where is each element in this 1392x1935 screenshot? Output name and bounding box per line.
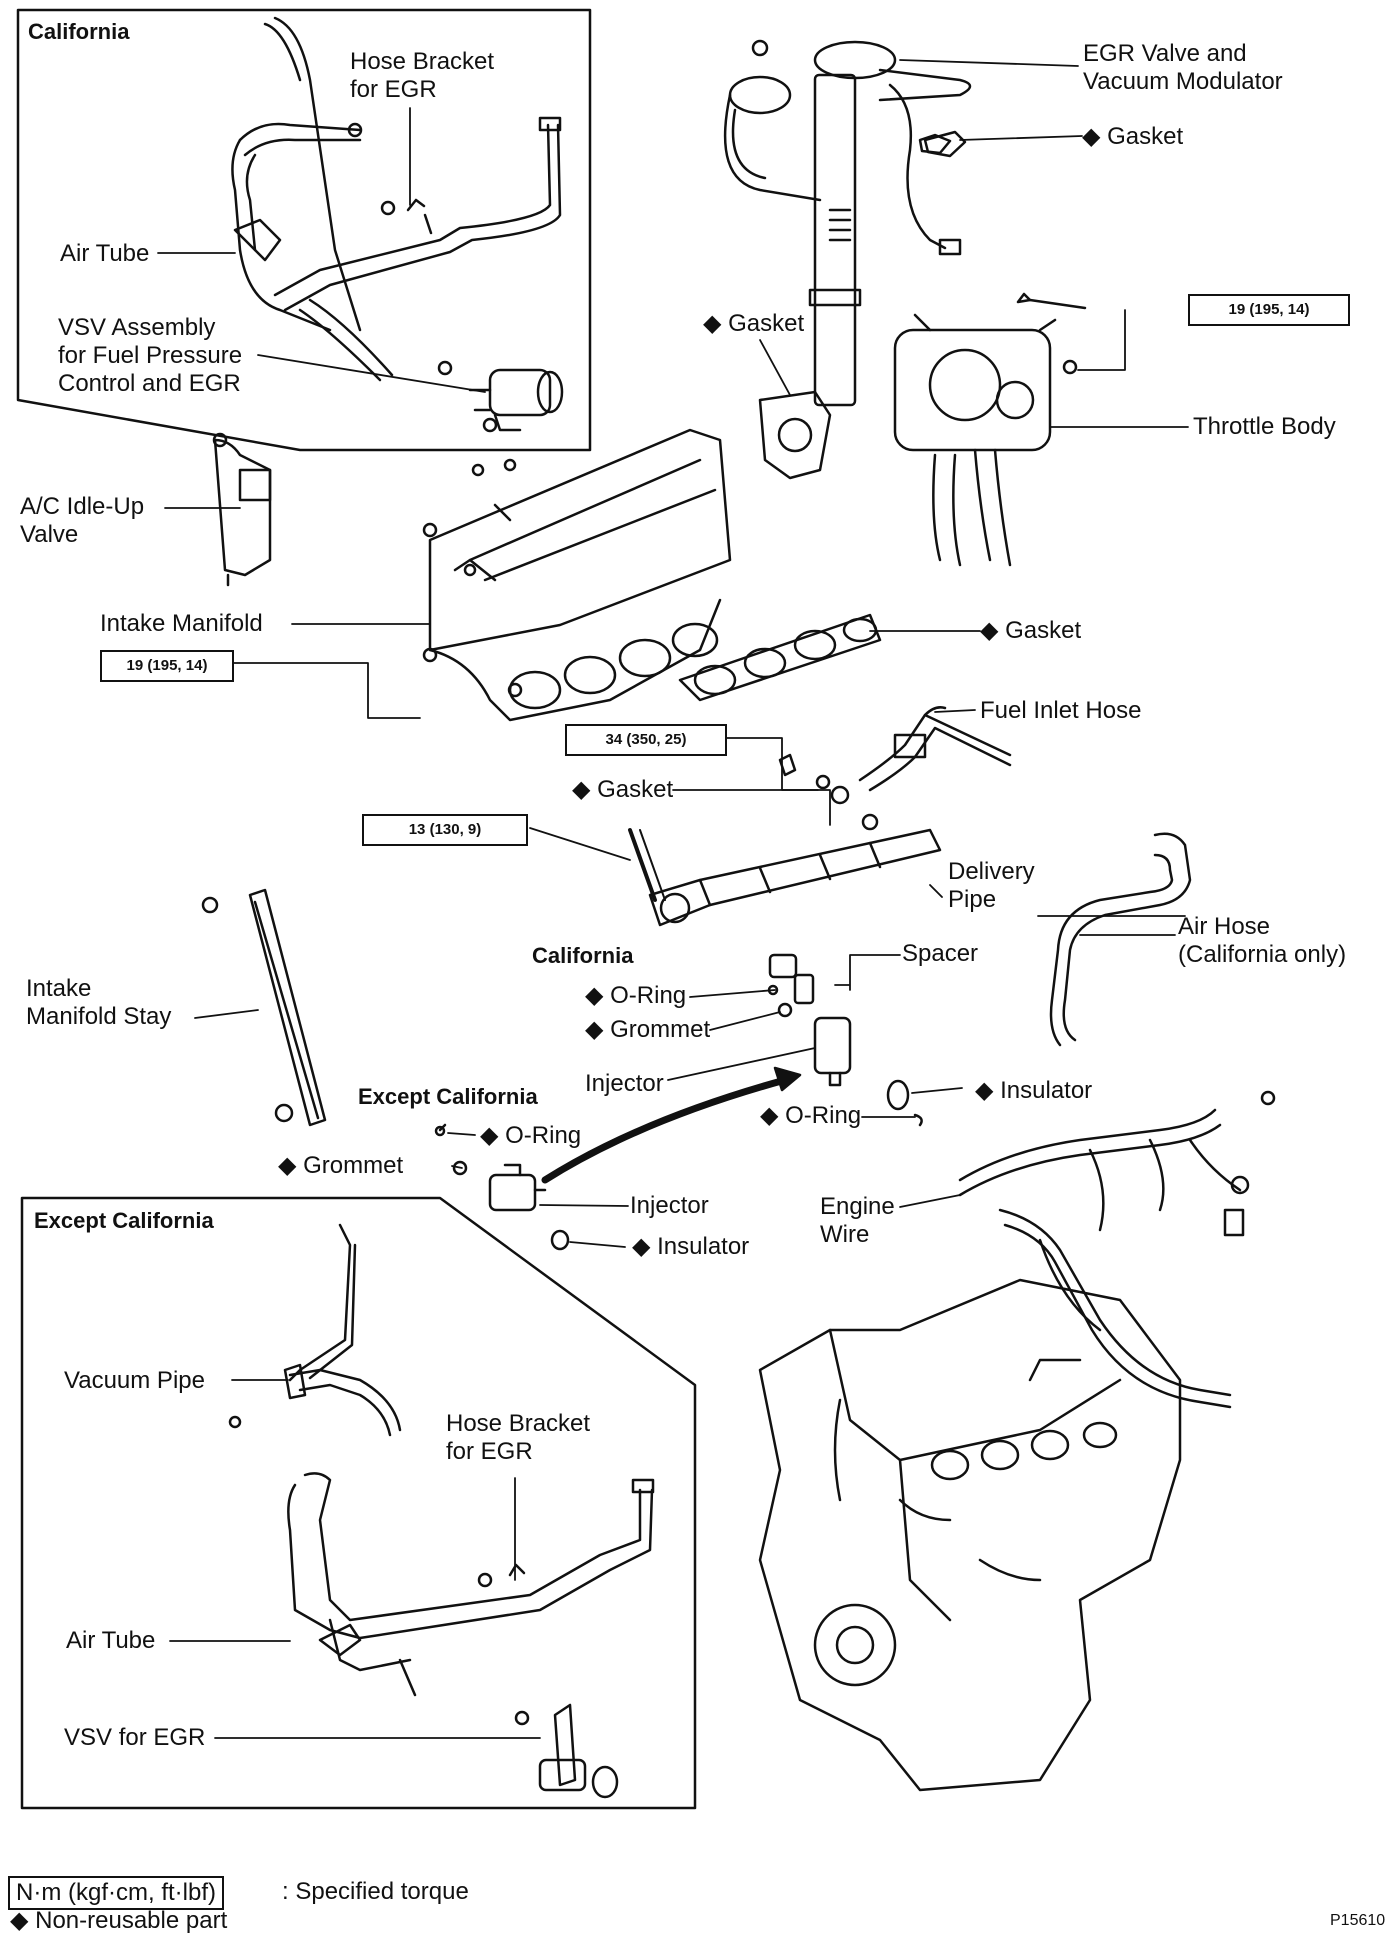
label-hose-bracket-egr-top: Hose Bracket for EGR: [350, 48, 495, 103]
torque-box-intake-manifold: 19 (195, 14): [100, 650, 234, 682]
label-fuel-inlet-hose: Fuel Inlet Hose: [980, 697, 1142, 724]
label-air-tube-bottom: Air Tube: [66, 1627, 156, 1654]
label-ac-idle-up-valve: A/C Idle-Up Valve: [20, 493, 145, 548]
air-tube-except-california-drawing: [287, 1472, 655, 1697]
engine-wire-drawing: [958, 1090, 1276, 1409]
figure-id: P15610: [1330, 1912, 1386, 1929]
label-o-ring-california-2: O-Ring: [760, 1102, 861, 1130]
label-grommet-california: Grommet: [585, 1016, 710, 1044]
region-label-california-top: California: [28, 19, 130, 44]
region-label-except-california-mid: Except California: [358, 1084, 538, 1109]
label-gasket-egr: Gasket: [1082, 123, 1183, 151]
fuel-inlet-hose-drawing: [778, 706, 1012, 831]
label-intake-manifold-stay: Intake Manifold Stay: [26, 975, 172, 1030]
install-arrow: [541, 1076, 789, 1184]
label-air-tube-top: Air Tube: [60, 240, 150, 267]
label-injector-except-california: Injector: [630, 1192, 709, 1219]
intake-manifold-stay-drawing: [201, 888, 327, 1127]
label-air-hose: Air Hose (California only): [1178, 913, 1347, 968]
label-insulator-california: Insulator: [975, 1077, 1092, 1105]
label-insulator-except-california: Insulator: [632, 1233, 749, 1261]
label-o-ring-california: O-Ring: [585, 982, 686, 1010]
label-injector-california: Injector: [585, 1070, 664, 1097]
intake-manifold-drawing: [422, 428, 732, 722]
torque-box-throttle-body: 19 (195, 14): [1188, 294, 1350, 326]
spacer-drawing: [768, 953, 798, 979]
legend-non-reusable-part: Non-reusable part: [10, 1906, 227, 1935]
ac-idle-up-valve-drawing: [212, 432, 272, 587]
torque-box-delivery-pipe: 13 (130, 9): [362, 814, 528, 846]
vsv-assembly-drawing: [437, 360, 564, 433]
egr-gasket-small: [923, 130, 967, 158]
injector-except-california-drawing: [434, 1123, 570, 1251]
label-gasket-manifold: Gasket: [980, 617, 1081, 645]
vsv-for-egr-drawing: [514, 1703, 619, 1799]
throttle-gasket-drawing: [758, 390, 832, 480]
region-label-except-california-bottom: Except California: [34, 1208, 214, 1233]
label-egr-valve: EGR Valve and Vacuum Modulator: [1083, 40, 1283, 95]
engine-block-drawing: [758, 1278, 1182, 1792]
label-engine-wire: Engine Wire: [820, 1193, 895, 1248]
except-california-inset-frame: [20, 1196, 697, 1810]
label-gasket-throttle: Gasket: [703, 310, 804, 338]
label-grommet-except-california: Grommet: [278, 1152, 403, 1180]
air-tube-california-drawing: [231, 16, 562, 382]
legend-torque-unit: N·m (kgf·cm, ft·lbf): [8, 1876, 224, 1910]
air-hose-drawing: [1049, 832, 1192, 1047]
delivery-pipe-drawing: [628, 828, 942, 927]
egr-valve-drawing: [723, 39, 972, 407]
label-intake-manifold: Intake Manifold: [100, 610, 263, 637]
label-spacer: Spacer: [902, 940, 979, 967]
region-label-california-mid: California: [532, 943, 634, 968]
label-vsv-for-egr: VSV for EGR: [64, 1724, 206, 1751]
vacuum-pipe-drawing: [228, 1223, 402, 1437]
leader-lines: [157, 59, 1189, 1739]
label-delivery-pipe: Delivery Pipe: [948, 858, 1035, 913]
label-vacuum-pipe: Vacuum Pipe: [64, 1367, 205, 1394]
label-throttle-body: Throttle Body: [1193, 413, 1336, 440]
label-vsv-assembly: VSV Assembly for Fuel Pressure Control a…: [58, 314, 243, 397]
california-inset-frame: [16, 8, 592, 452]
throttle-body-drawing: [893, 292, 1087, 567]
manifold-gasket-drawing: [678, 613, 882, 702]
label-hose-bracket-egr-bottom: Hose Bracket for EGR: [446, 1410, 591, 1465]
label-gasket-fuel: Gasket: [572, 776, 673, 804]
torque-box-fuel-union: 34 (350, 25): [565, 724, 727, 756]
legend-torque-description: : Specified torque: [282, 1878, 469, 1905]
label-o-ring-except-california: O-Ring: [480, 1122, 581, 1150]
injector-california-drawing: [767, 984, 923, 1127]
